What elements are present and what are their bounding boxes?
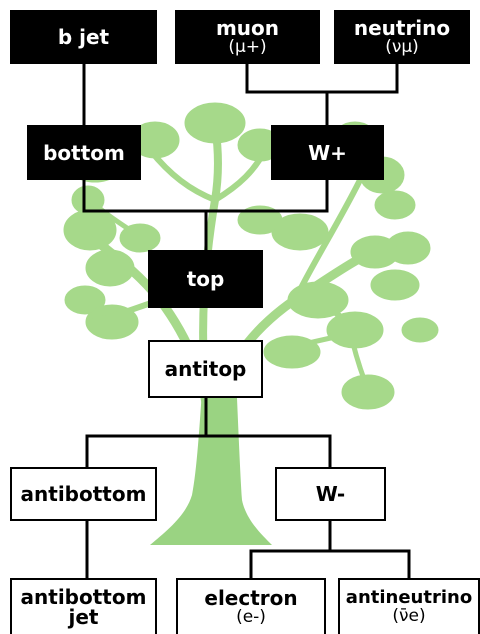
node-bottom-label: bottom xyxy=(43,140,125,165)
node-antibottom-label: antibottom xyxy=(20,482,147,506)
node-electron-label: electron xyxy=(204,586,298,610)
node-w-minus-label: W- xyxy=(315,482,346,506)
node-electron: electron (e-) xyxy=(176,578,326,634)
node-neutrino-label: neutrino xyxy=(353,16,451,40)
node-neutrino-symbol: (νμ) xyxy=(385,37,419,57)
node-top: top xyxy=(148,250,263,308)
node-bottom: bottom xyxy=(27,125,141,180)
node-w-minus: W- xyxy=(275,467,386,521)
node-muon: muon (μ+) xyxy=(175,10,320,64)
node-muon-symbol: (μ+) xyxy=(228,37,267,57)
node-antineutrino-label: antineutrino xyxy=(345,587,473,608)
node-neutrino: neutrino (νμ) xyxy=(334,10,470,64)
node-antibottom: antibottom xyxy=(10,467,157,521)
node-antineutrino: antineutrino (ν̄e) xyxy=(338,578,480,634)
node-b-jet: b jet xyxy=(10,10,157,64)
node-muon-label: muon xyxy=(215,16,280,40)
node-b-jet-label: b jet xyxy=(57,25,110,49)
node-w-plus: W+ xyxy=(271,125,384,180)
node-antibottom-jet: antibottom jet xyxy=(10,578,157,634)
node-antitop-label: antitop xyxy=(164,357,247,381)
node-antitop: antitop xyxy=(148,340,263,398)
node-antibottom-jet-label2: jet xyxy=(68,605,99,629)
node-antineutrino-symbol: (ν̄e) xyxy=(392,606,426,626)
tree-trunk xyxy=(150,375,272,545)
node-antibottom-jet-label: antibottom xyxy=(20,585,147,609)
node-electron-symbol: (e-) xyxy=(236,607,266,627)
node-top-label: top xyxy=(186,267,225,291)
node-w-plus-label: W+ xyxy=(308,140,347,165)
